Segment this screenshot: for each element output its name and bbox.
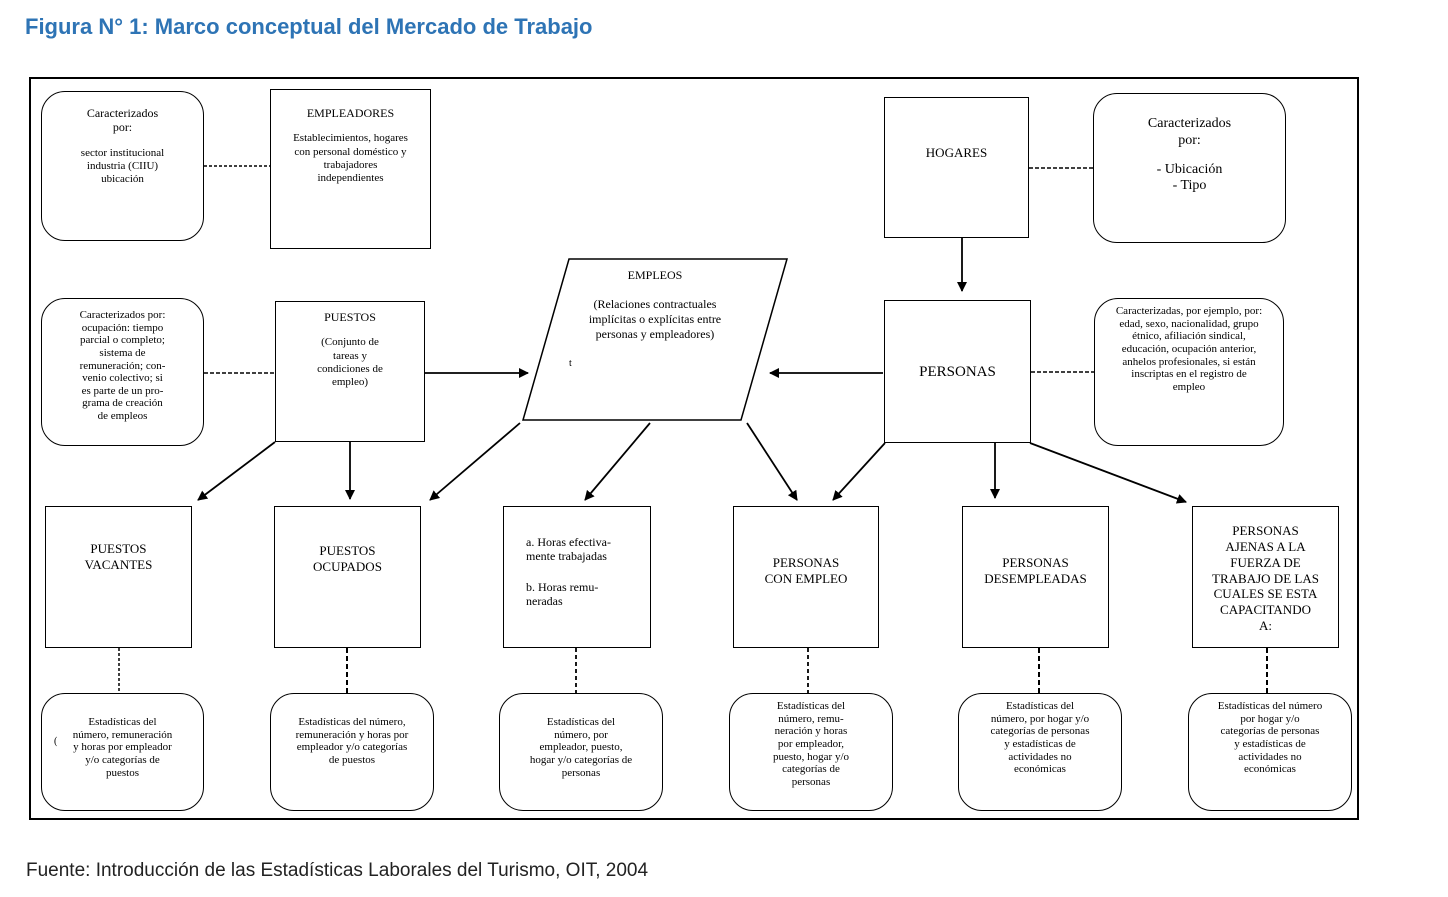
hogares-box: HOGARES <box>884 97 1029 238</box>
empleadores-body: Establecimientos, hogares con personal d… <box>293 132 408 184</box>
puestos-vacantes-title: PUESTOS VACANTES <box>84 541 153 572</box>
stats-horas-body: Estadísticas del número, por empleador, … <box>529 716 633 779</box>
empleos-body: (Relaciones contractuales implícitas o e… <box>588 297 722 341</box>
personas-desempleadas-title: PERSONAS DESEMPLEADAS <box>984 555 1087 586</box>
char-personas-body: Caracterizadas, por ejemplo, por: edad, … <box>1115 305 1263 393</box>
stats-vacantes-stray-mark: ( <box>54 736 58 747</box>
stats-desempleadas-box: Estadísticas del número, por hogar y/o c… <box>958 693 1122 811</box>
char-hogares-title: Caracterizados por: <box>1147 116 1232 148</box>
puestos-body: (Conjunto de tareas y condiciones de emp… <box>317 336 383 388</box>
diagram-frame <box>29 77 1359 820</box>
horas-box: a. Horas efectiva- mente trabajadas b. H… <box>503 506 651 648</box>
stats-vacantes-body: Estadísticas del número, remuneración y … <box>72 716 173 779</box>
puestos-ocupados-box: PUESTOS OCUPADOS <box>274 506 421 648</box>
puestos-ocupados-title: PUESTOS OCUPADOS <box>313 543 382 574</box>
char-empleadores-body: sector institucional industria (CIIU) ub… <box>80 146 165 186</box>
char-hogares-body: - Ubicación - Tipo <box>1156 161 1223 194</box>
stats-con-empleo-box: Estadísticas del número, remu- neración … <box>729 693 893 811</box>
stats-desempleadas-body: Estadísticas del número, por hogar y/o c… <box>990 700 1090 776</box>
empleos-title: EMPLEOS <box>627 268 683 282</box>
source-note: Fuente: Introducción de las Estadísticas… <box>26 860 649 881</box>
figure-title: Figura N° 1: Marco conceptual del Mercad… <box>25 14 593 39</box>
char-empleadores-title: Caracterizados por: <box>86 106 159 135</box>
personas-con-empleo-box: PERSONAS CON EMPLEO <box>733 506 879 648</box>
char-puestos-body: Caracterizados por: ocupación: tiempo pa… <box>79 309 166 423</box>
personas-ajenas-box: PERSONAS AJENAS A LA FUERZA DE TRABAJO D… <box>1192 506 1339 648</box>
personas-title: PERSONAS <box>919 363 996 380</box>
empleos-parallelogram: EMPLEOS (Relaciones contractuales implíc… <box>521 258 789 422</box>
personas-ajenas-title: PERSONAS AJENAS A LA FUERZA DE TRABAJO D… <box>1212 523 1319 634</box>
stats-horas-box: Estadísticas del número, por empleador, … <box>499 693 663 811</box>
stats-vacantes-box: Estadísticas del número, remuneración y … <box>41 693 204 811</box>
char-empleadores-box: Caracterizados por: sector institucional… <box>41 91 204 241</box>
horas-line-a: a. Horas efectiva- mente trabajadas <box>526 535 611 564</box>
personas-con-empleo-title: PERSONAS CON EMPLEO <box>764 555 848 586</box>
personas-desempleadas-box: PERSONAS DESEMPLEADAS <box>962 506 1109 648</box>
empleadores-box: EMPLEADORES Establecimientos, hogares co… <box>270 89 431 249</box>
char-puestos-box: Caracterizados por: ocupación: tiempo pa… <box>41 298 204 446</box>
empleos-shape <box>522 258 788 421</box>
puestos-vacantes-box: PUESTOS VACANTES <box>45 506 192 648</box>
empleos-text: EMPLEOS (Relaciones contractuales implíc… <box>521 258 789 422</box>
stats-ocupados-box: Estadísticas del número, remuneración y … <box>270 693 434 811</box>
puestos-box: PUESTOS (Conjunto de tareas y condicione… <box>275 301 425 442</box>
stats-ajenas-body: Estadísticas del número por hogar y/o ca… <box>1217 700 1323 776</box>
stats-ocupados-body: Estadísticas del número, remuneración y … <box>295 716 409 766</box>
stats-ajenas-box: Estadísticas del número por hogar y/o ca… <box>1188 693 1352 811</box>
personas-box: PERSONAS <box>884 300 1031 443</box>
char-hogares-box: Caracterizados por: - Ubicación - Tipo <box>1093 93 1286 243</box>
horas-line-b: b. Horas remu- neradas <box>526 579 599 609</box>
empleadores-title: EMPLEADORES <box>306 106 395 120</box>
empleos-stray-mark: t <box>569 358 572 369</box>
hogares-title: HOGARES <box>925 144 988 160</box>
char-personas-box: Caracterizadas, por ejemplo, por: edad, … <box>1094 298 1284 446</box>
stats-con-empleo-body: Estadísticas del número, remu- neración … <box>772 700 850 788</box>
puestos-title: PUESTOS <box>324 310 376 324</box>
